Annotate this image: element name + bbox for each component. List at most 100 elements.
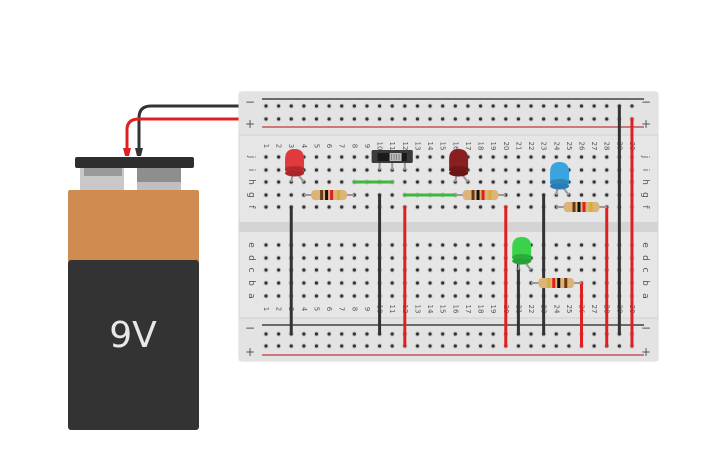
- battery-lead-red[interactable]: [125, 117, 266, 148]
- red-led[interactable]: [285, 149, 305, 183]
- breadboard-hole[interactable]: [365, 205, 369, 209]
- breadboard-hole[interactable]: [592, 268, 596, 272]
- breadboard-hole[interactable]: [491, 117, 495, 121]
- breadboard-hole[interactable]: [478, 180, 483, 184]
- breadboard-hole[interactable]: [478, 332, 483, 336]
- breadboard-hole[interactable]: [415, 268, 420, 272]
- breadboard-hole[interactable]: [542, 155, 546, 159]
- breadboard-hole[interactable]: [302, 243, 306, 247]
- breadboard-hole[interactable]: [277, 180, 281, 184]
- breadboard-hole[interactable]: [504, 155, 508, 159]
- breadboard-hole[interactable]: [529, 155, 533, 159]
- breadboard-hole[interactable]: [277, 294, 281, 298]
- breadboard-hole[interactable]: [352, 344, 356, 348]
- breadboard-hole[interactable]: [415, 243, 420, 247]
- breadboard-hole[interactable]: [340, 155, 344, 159]
- dark-red-led[interactable]: [449, 149, 469, 183]
- breadboard-hole[interactable]: [529, 180, 533, 184]
- breadboard-hole[interactable]: [529, 168, 533, 172]
- breadboard-hole[interactable]: [365, 104, 369, 108]
- breadboard-hole[interactable]: [579, 117, 584, 121]
- breadboard-hole[interactable]: [592, 117, 596, 121]
- breadboard-hole[interactable]: [478, 104, 483, 108]
- breadboard-hole[interactable]: [302, 117, 306, 121]
- breadboard-hole[interactable]: [441, 256, 445, 260]
- breadboard-hole[interactable]: [428, 243, 432, 247]
- breadboard-hole[interactable]: [264, 155, 268, 159]
- breadboard-hole[interactable]: [491, 180, 495, 184]
- breadboard-hole[interactable]: [453, 268, 457, 272]
- breadboard-hole[interactable]: [529, 205, 533, 209]
- breadboard-hole[interactable]: [516, 117, 521, 121]
- breadboard-hole[interactable]: [428, 281, 432, 285]
- breadboard-hole[interactable]: [542, 180, 546, 184]
- breadboard-hole[interactable]: [390, 281, 394, 285]
- breadboard-hole[interactable]: [314, 180, 319, 184]
- breadboard-hole[interactable]: [302, 205, 306, 209]
- breadboard-hole[interactable]: [264, 268, 268, 272]
- breadboard-hole[interactable]: [340, 268, 344, 272]
- breadboard-hole[interactable]: [605, 193, 609, 197]
- breadboard-hole[interactable]: [327, 205, 331, 209]
- breadboard-hole[interactable]: [390, 104, 394, 108]
- resistor-4[interactable]: [531, 277, 582, 289]
- breadboard-hole[interactable]: [277, 104, 281, 108]
- breadboard-hole[interactable]: [314, 294, 319, 298]
- breadboard-hole[interactable]: [491, 344, 495, 348]
- breadboard-hole[interactable]: [466, 205, 470, 209]
- breadboard-hole[interactable]: [516, 155, 521, 159]
- breadboard-hole[interactable]: [415, 168, 420, 172]
- breadboard-hole[interactable]: [377, 344, 382, 348]
- breadboard-hole[interactable]: [340, 180, 344, 184]
- breadboard-hole[interactable]: [554, 256, 558, 260]
- blue-led[interactable]: [550, 162, 570, 196]
- breadboard-hole[interactable]: [529, 344, 533, 348]
- breadboard-hole[interactable]: [314, 281, 319, 285]
- breadboard-hole[interactable]: [592, 168, 596, 172]
- breadboard-hole[interactable]: [592, 256, 596, 260]
- breadboard-hole[interactable]: [441, 155, 445, 159]
- breadboard-hole[interactable]: [478, 268, 483, 272]
- breadboard-hole[interactable]: [377, 117, 382, 121]
- breadboard-hole[interactable]: [529, 294, 533, 298]
- breadboard-hole[interactable]: [592, 281, 596, 285]
- breadboard-hole[interactable]: [264, 243, 268, 247]
- breadboard-hole[interactable]: [466, 332, 470, 336]
- breadboard-hole[interactable]: [605, 104, 609, 108]
- breadboard-hole[interactable]: [516, 168, 521, 172]
- breadboard-hole[interactable]: [365, 168, 369, 172]
- breadboard-hole[interactable]: [567, 294, 571, 298]
- breadboard-hole[interactable]: [327, 168, 331, 172]
- breadboard-hole[interactable]: [605, 180, 609, 184]
- breadboard-hole[interactable]: [579, 193, 584, 197]
- breadboard-hole[interactable]: [441, 243, 445, 247]
- breadboard-hole[interactable]: [415, 344, 420, 348]
- breadboard-hole[interactable]: [504, 168, 508, 172]
- breadboard-hole[interactable]: [390, 243, 394, 247]
- breadboard-hole[interactable]: [403, 117, 407, 121]
- breadboard-hole[interactable]: [302, 344, 306, 348]
- breadboard-hole[interactable]: [567, 256, 571, 260]
- breadboard-hole[interactable]: [365, 256, 369, 260]
- breadboard-hole[interactable]: [302, 332, 306, 336]
- breadboard-hole[interactable]: [592, 104, 596, 108]
- breadboard-hole[interactable]: [453, 332, 457, 336]
- breadboard-hole[interactable]: [491, 332, 495, 336]
- slide-switch[interactable]: [371, 150, 413, 170]
- breadboard-hole[interactable]: [415, 332, 420, 336]
- breadboard-hole[interactable]: [327, 344, 331, 348]
- breadboard-hole[interactable]: [365, 281, 369, 285]
- breadboard-hole[interactable]: [542, 344, 546, 348]
- breadboard-hole[interactable]: [340, 243, 344, 247]
- breadboard-hole[interactable]: [516, 205, 521, 209]
- breadboard-hole[interactable]: [554, 332, 558, 336]
- breadboard-hole[interactable]: [327, 117, 331, 121]
- breadboard-hole[interactable]: [491, 281, 495, 285]
- breadboard-hole[interactable]: [277, 205, 281, 209]
- breadboard-hole[interactable]: [340, 117, 344, 121]
- breadboard-hole[interactable]: [478, 294, 483, 298]
- breadboard-hole[interactable]: [264, 104, 268, 108]
- breadboard-hole[interactable]: [277, 344, 281, 348]
- breadboard-hole[interactable]: [327, 155, 331, 159]
- breadboard-hole[interactable]: [390, 205, 394, 209]
